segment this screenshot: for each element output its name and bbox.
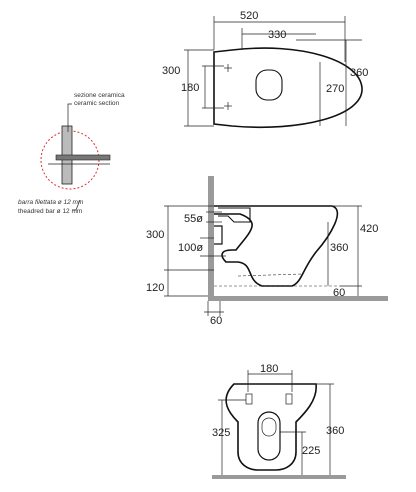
- top-view-height-360: 360: [350, 67, 368, 79]
- front-view-spacing-180: 180: [260, 363, 278, 375]
- top-view-bowl-outline: [213, 47, 363, 129]
- side-view-floor: [208, 296, 388, 301]
- front-view-bowl: [225, 383, 317, 471]
- top-view-seat-opening: [255, 69, 283, 101]
- side-view-height-300: 300: [146, 229, 164, 241]
- side-view-outlet-100: 100ø: [178, 242, 203, 254]
- side-view-floor-120: 120: [146, 282, 164, 294]
- side-view-inlet-55: 55ø: [184, 213, 203, 225]
- side-view-height-360: 360: [330, 242, 348, 254]
- side-view-total-420: 420: [360, 223, 378, 235]
- side-view-front-60: 60: [210, 315, 222, 327]
- top-view: 520 330 300 180 270 360: [162, 10, 368, 129]
- front-view: 180 325 360 225: [212, 363, 346, 479]
- section-label-en: ceramic section: [74, 100, 120, 107]
- threaded-bar: [55, 154, 111, 161]
- bar-label-en: theadred bar ø 12 mm: [18, 208, 82, 215]
- side-view-inlet: [218, 207, 251, 223]
- top-view-width-520: 520: [240, 10, 258, 22]
- section-label-it: sezione ceramica: [74, 92, 125, 99]
- front-view-outlet-inner: [261, 417, 277, 437]
- side-view-outlet: [214, 225, 223, 245]
- front-view-outlet-225: 225: [302, 445, 320, 457]
- front-view-fixing-right: [285, 393, 293, 405]
- front-view-height-325: 325: [212, 427, 230, 439]
- front-view-fixing-left: [245, 393, 253, 405]
- side-view-bottom-60: 60: [333, 287, 345, 299]
- side-view: 55ø 100ø 300 120 360 420 60 60: [146, 176, 388, 327]
- front-view-floor: [212, 475, 346, 479]
- top-view-fixing-marks: [224, 64, 232, 110]
- side-view-bowl: [214, 205, 339, 287]
- front-view-outlet: [257, 411, 281, 461]
- top-view-holes-180: 180: [181, 82, 199, 94]
- top-view-depth-300: 300: [162, 65, 180, 77]
- top-view-spacing-330: 330: [268, 29, 286, 41]
- bar-label-it: barra filettata ø 12 mm: [18, 199, 84, 206]
- section-detail: sezione ceramica ceramic section barra f…: [18, 92, 125, 215]
- top-view-right-270: 270: [326, 83, 344, 95]
- front-view-height-360: 360: [326, 425, 344, 437]
